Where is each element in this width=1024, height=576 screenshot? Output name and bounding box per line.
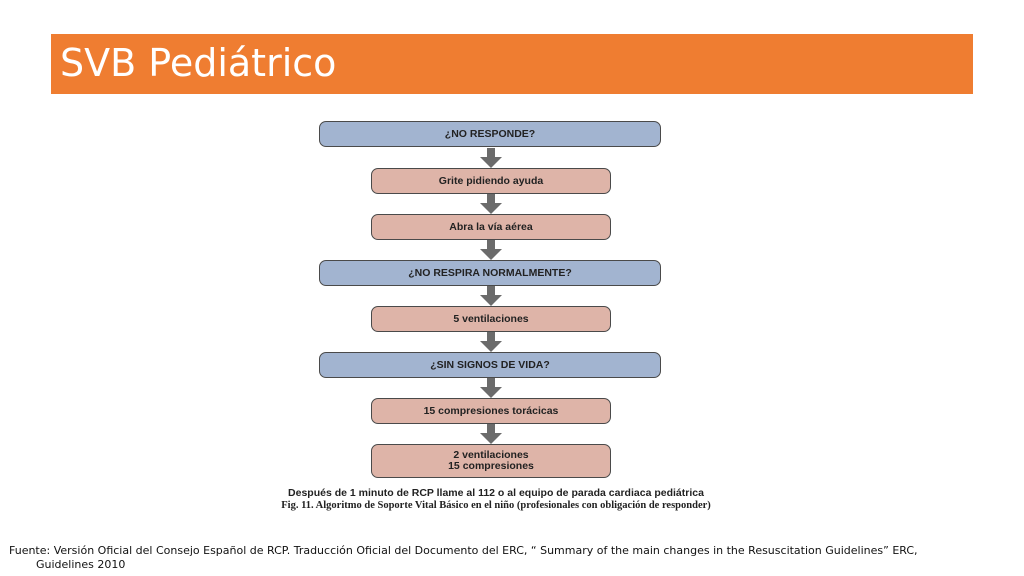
flowchart-note: Después de 1 minuto de RCP llame al 112 … — [288, 487, 704, 499]
step-5-ventilaciones: 5 ventilaciones — [371, 306, 611, 332]
arrow-down-icon — [479, 194, 503, 214]
source-footer: Fuente: Versión Oficial del Consejo Espa… — [9, 544, 969, 572]
slide-title: SVB Pediátrico — [60, 41, 337, 85]
step-grite-ayuda: Grite pidiendo ayuda — [371, 168, 611, 194]
title-bar: SVB Pediátrico — [51, 34, 973, 94]
footer-line-1: Fuente: Versión Oficial del Consejo Espa… — [9, 544, 918, 557]
arrow-down-icon — [479, 148, 503, 168]
step-ciclo-ventilaciones-compresiones: 2 ventilaciones 15 compresiones — [371, 444, 611, 478]
figure-caption: Fig. 11. Algoritmo de Soporte Vital Bási… — [281, 500, 711, 511]
step-abra-via-aerea: Abra la vía aérea — [371, 214, 611, 240]
step-no-responde: ¿NO RESPONDE? — [319, 121, 661, 147]
step-15-compresiones: 15 compresiones torácicas — [371, 398, 611, 424]
arrow-down-icon — [479, 240, 503, 260]
arrow-down-icon — [479, 424, 503, 444]
step-no-respira: ¿NO RESPIRA NORMALMENTE? — [319, 260, 661, 286]
footer-line-2: Guidelines 2010 — [36, 558, 126, 571]
arrow-down-icon — [479, 332, 503, 352]
arrow-down-icon — [479, 378, 503, 398]
step-line-ventilaciones: 2 ventilaciones — [453, 449, 529, 461]
step-line-compresiones: 15 compresiones — [448, 460, 534, 472]
step-sin-signos-vida: ¿SIN SIGNOS DE VIDA? — [319, 352, 661, 378]
arrow-down-icon — [479, 286, 503, 306]
